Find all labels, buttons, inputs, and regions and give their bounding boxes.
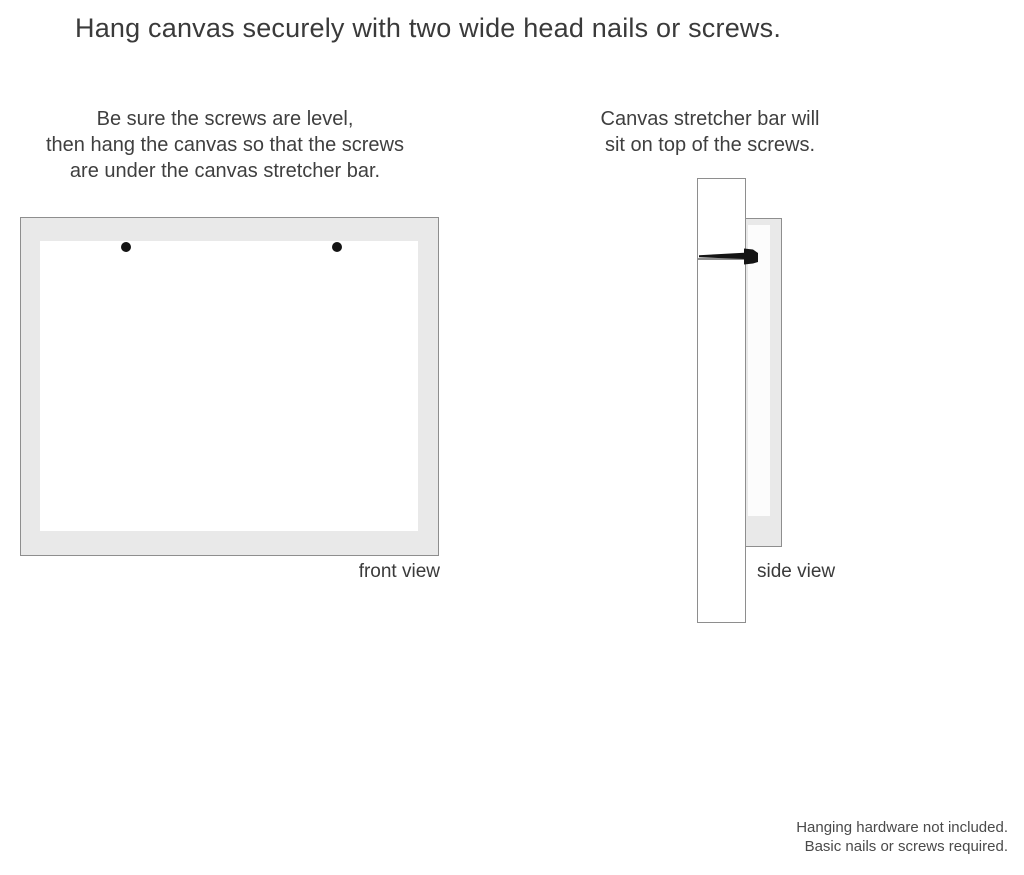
side-view-stretcher-bar-bottom-line — [698, 258, 745, 260]
screw-dot-right — [332, 242, 342, 252]
instruction-left-line-1: Be sure the screws are level, — [96, 108, 354, 130]
footer-note-line-1: Hanging hardware not included. — [796, 819, 1008, 836]
front-view-canvas-frame — [20, 217, 439, 556]
page-title: Hang canvas securely with two wide head … — [75, 13, 782, 43]
side-view-stretcher-bar — [697, 178, 746, 623]
footer-note: Hanging hardware not included. Basic nai… — [608, 818, 1008, 856]
instruction-left-line-2: then hang the canvas so that the screws — [46, 134, 404, 156]
footer-note-line-2: Basic nails or screws required. — [804, 838, 1008, 855]
side-view-canvas-depth-inner — [748, 225, 770, 516]
instruction-right-line-1: Canvas stretcher bar will — [600, 108, 820, 130]
side-view-label: side view — [757, 561, 836, 582]
front-view-canvas-inner — [40, 241, 418, 531]
instruction-left: Be sure the screws are level, then hang … — [15, 106, 435, 184]
front-view-label: front view — [358, 561, 440, 582]
side-view-canvas-depth — [745, 218, 782, 547]
screw-dot-left — [121, 242, 131, 252]
nail-icon — [699, 248, 758, 265]
instruction-right: Canvas stretcher bar will sit on top of … — [555, 106, 865, 158]
instruction-left-line-3: are under the canvas stretcher bar. — [69, 160, 381, 182]
instruction-right-line-2: sit on top of the screws. — [604, 134, 816, 156]
